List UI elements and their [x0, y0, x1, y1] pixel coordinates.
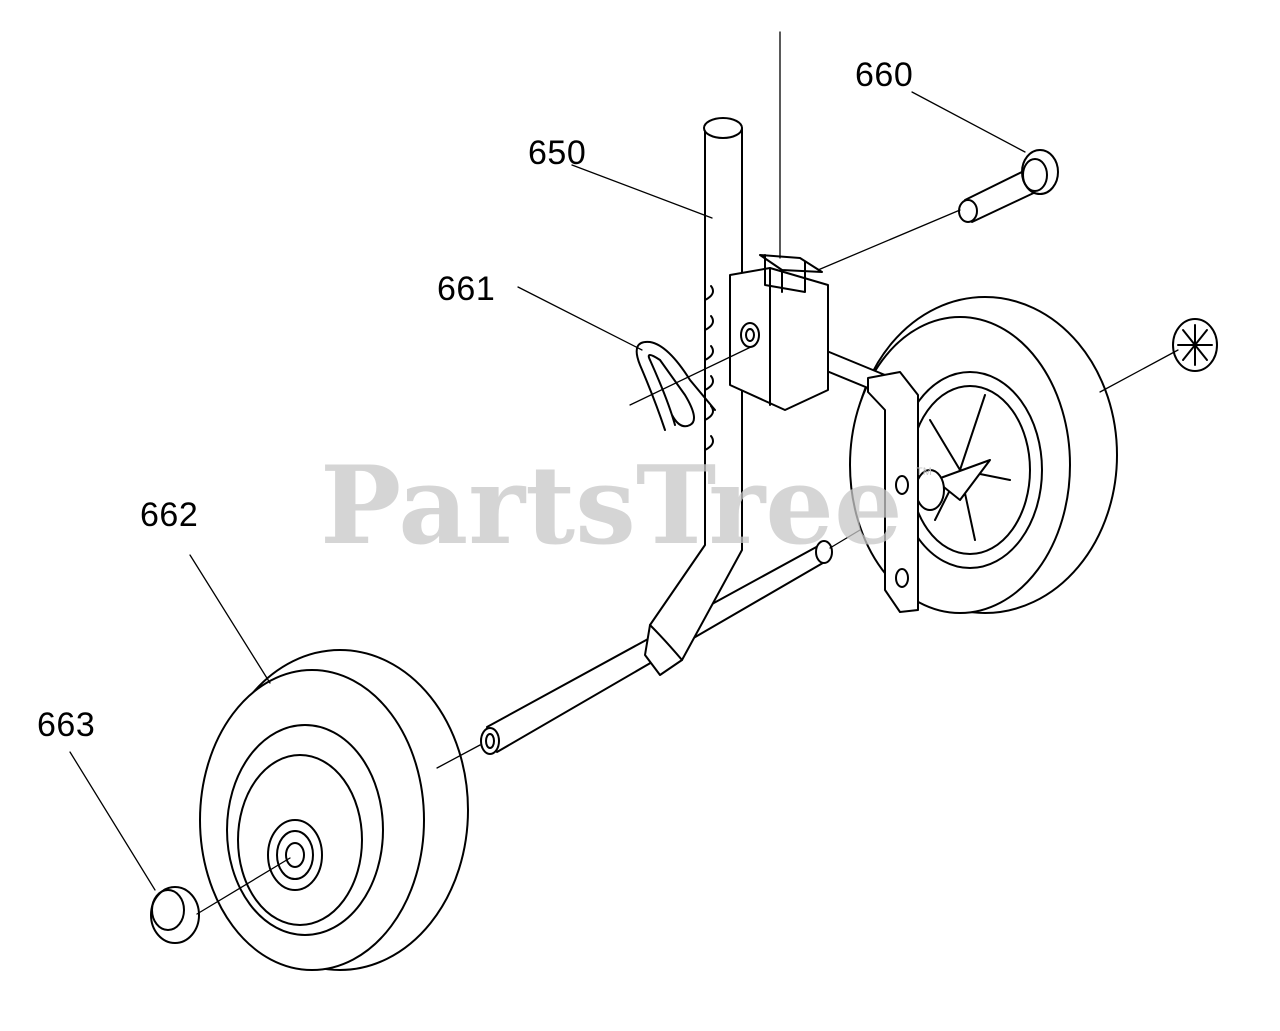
left-wheel-662	[199, 649, 469, 971]
callout-661[interactable]: 661	[437, 270, 496, 308]
parts-tree-watermark: PartsTree	[320, 443, 903, 569]
push-cap-right	[1172, 318, 1218, 372]
pin-660	[958, 149, 1059, 223]
end-cap-663	[150, 886, 200, 944]
callout-650[interactable]: 650	[528, 134, 587, 172]
main-upright-650	[644, 117, 743, 676]
hairpin-clip-661	[635, 340, 716, 431]
leader-lines	[69, 31, 1179, 915]
right-bracket	[867, 371, 919, 613]
clamp-block	[729, 254, 829, 411]
callout-663[interactable]: 663	[37, 706, 96, 744]
watermark-trademark: TM	[916, 466, 932, 478]
callout-662[interactable]: 662	[140, 496, 199, 534]
callout-660[interactable]: 660	[855, 56, 914, 94]
